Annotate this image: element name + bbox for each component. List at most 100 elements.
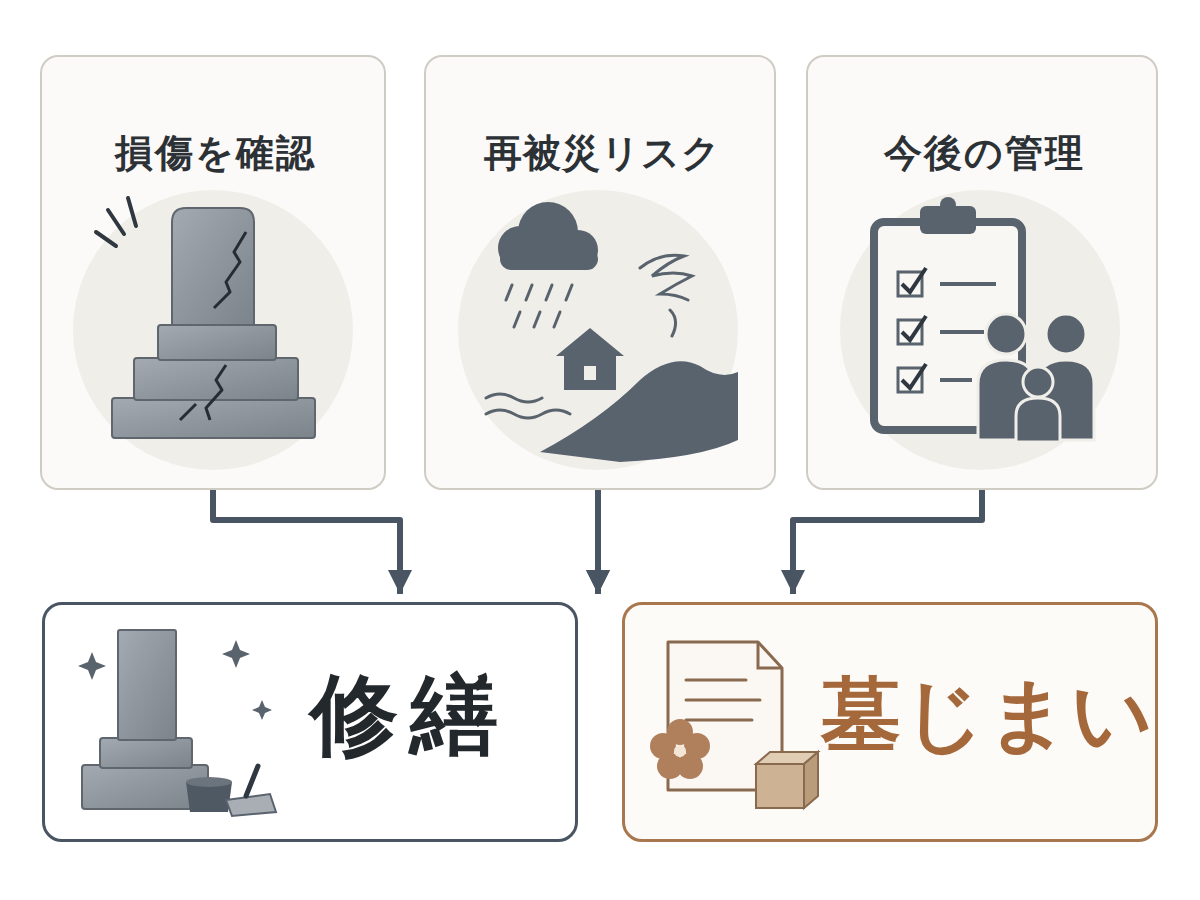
rain-drop (566, 285, 572, 300)
house-roof (556, 328, 624, 356)
document-line (686, 699, 760, 702)
checklist (898, 268, 996, 392)
impact-line (128, 198, 136, 226)
stone-base (112, 398, 315, 438)
stone-step (158, 325, 276, 360)
sparkles (78, 640, 272, 720)
check-box (898, 368, 922, 392)
rain-drop (514, 312, 520, 327)
damaged-tombstone (112, 208, 315, 438)
cloud-puff (558, 230, 598, 270)
check-box (898, 320, 922, 344)
cloud-puff (498, 226, 542, 270)
petal (684, 733, 710, 759)
outcome-box: 墓じまい (622, 602, 1158, 842)
flood-waves (486, 394, 570, 418)
rain-drop (546, 285, 552, 300)
house (556, 328, 624, 390)
wave (486, 410, 570, 418)
petal (667, 719, 693, 745)
person-body (1038, 360, 1094, 440)
closure-document (668, 642, 782, 790)
petal (650, 733, 676, 759)
bucket-rim (186, 777, 232, 787)
mortar-bucket (186, 782, 232, 812)
outcome-label: 墓じまい (821, 671, 1151, 759)
crack (206, 365, 226, 420)
check-mark (902, 364, 926, 388)
landslide-hill (540, 361, 738, 462)
clipboard (874, 222, 1022, 430)
check-line (940, 330, 984, 334)
check-mark (902, 316, 926, 340)
petal (677, 753, 703, 779)
outcome-box: 修繕 (42, 602, 578, 842)
repaired-tombstone (82, 630, 208, 809)
box-heading: 今後の管理 (808, 133, 1160, 175)
sparkle (222, 640, 250, 668)
box-top (756, 752, 818, 764)
check-mark (902, 268, 926, 292)
impact-lines (96, 198, 136, 246)
trowel (226, 794, 276, 816)
check-box (898, 272, 922, 296)
repair-tools (186, 766, 276, 816)
cloud-puff (518, 202, 578, 262)
stone-upright (172, 208, 254, 325)
clipboard-clip (920, 206, 976, 234)
outcome-label: 修繕 (275, 667, 545, 764)
stone-step (100, 738, 192, 768)
impact-line (108, 210, 124, 234)
rain-drop (526, 285, 532, 300)
criteria-box: 損傷を確認 (40, 55, 386, 490)
wave (486, 394, 542, 402)
flow-arrow (595, 490, 601, 594)
document-line (686, 719, 752, 722)
flow-arrow (595, 490, 601, 594)
person-body (978, 360, 1034, 440)
flower (650, 719, 710, 779)
person-head (1023, 367, 1053, 397)
criteria-box: 今後の管理 (806, 55, 1158, 490)
person-head (986, 314, 1026, 354)
cracks (180, 232, 246, 420)
icon-backdrop (840, 190, 1120, 470)
person-body (1016, 398, 1060, 442)
crack (214, 232, 246, 308)
crack (180, 404, 196, 420)
box-front (756, 764, 804, 808)
sparkle (78, 652, 106, 680)
document-lines (686, 680, 760, 720)
stone-upright (118, 630, 176, 740)
icon-backdrop (73, 190, 353, 470)
family (978, 314, 1094, 442)
rain (506, 285, 572, 327)
petal (657, 753, 683, 779)
document-sheet (668, 642, 782, 790)
wind-swirl (640, 255, 692, 336)
box-heading: 損傷を確認 (42, 133, 388, 175)
icon-backdrop (458, 190, 738, 470)
document-fold (758, 642, 782, 668)
flow-arrow (793, 490, 982, 594)
flow-arrow (213, 490, 400, 594)
criteria-box: 再被災リスク (424, 55, 776, 490)
stone-step (134, 358, 298, 400)
document-line (686, 679, 746, 682)
house-body (564, 354, 616, 390)
rain-drop (554, 312, 560, 327)
rain-drop (534, 312, 540, 327)
sparkle (252, 700, 272, 720)
house-window (584, 366, 596, 380)
cloud-base (500, 248, 598, 270)
storm-cloud (498, 202, 598, 270)
box-heading: 再被災リスク (426, 133, 778, 175)
flower-center (674, 745, 686, 757)
impact-line (96, 232, 116, 246)
urn-box (756, 752, 818, 808)
stone-base (82, 765, 208, 809)
check-line (940, 282, 996, 286)
